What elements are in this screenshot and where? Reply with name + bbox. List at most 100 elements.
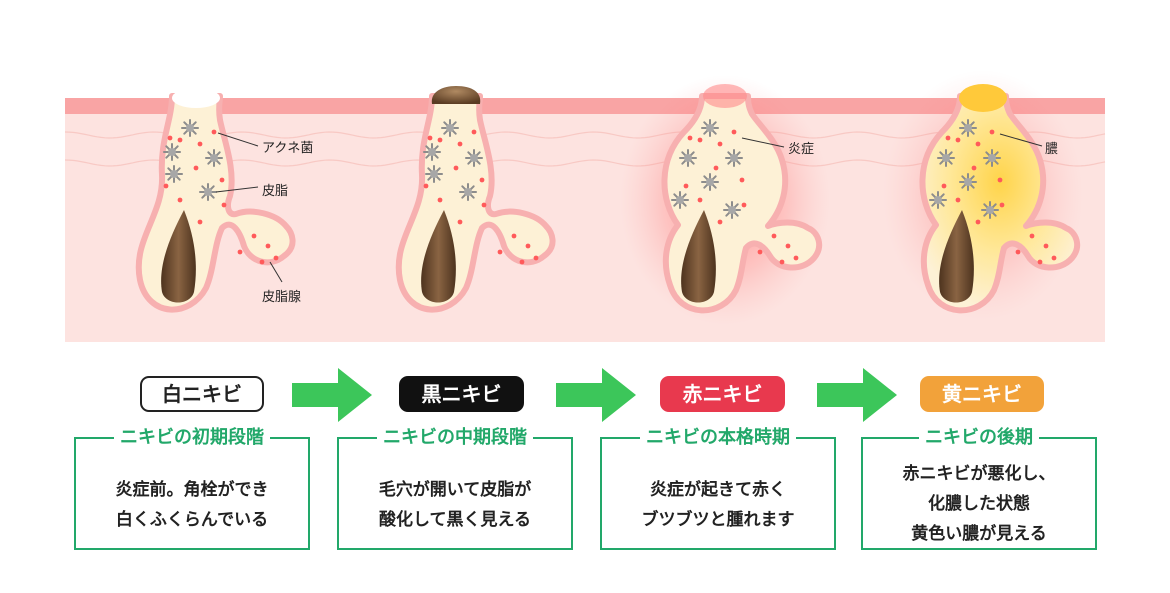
label-pus: 膿 <box>1045 142 1059 157</box>
sebum-dot <box>259 259 265 265</box>
bacteria-core <box>988 154 996 162</box>
follicle-stage-4 <box>883 70 1083 320</box>
sebum-dot <box>197 141 203 147</box>
sebum-dot <box>975 219 981 225</box>
sebum-dot <box>163 183 169 189</box>
info-line: 黄色い膿が見える <box>911 524 1047 544</box>
follicle-stage-2 <box>395 86 556 313</box>
sebum-dot <box>453 165 459 171</box>
sebum-dot <box>1051 255 1057 261</box>
info-line: 毛穴が開いて皮脂が <box>378 480 532 500</box>
bacteria-icon <box>459 183 477 201</box>
sebum-dot <box>779 259 785 265</box>
sebum-dot <box>739 177 745 183</box>
bacteria-core <box>470 154 478 162</box>
sebum-dot <box>481 202 487 208</box>
callout-leader-line <box>741 137 785 148</box>
bacteria-icon <box>723 201 741 219</box>
arrow-right-icon <box>292 368 372 422</box>
bacteria-icon <box>199 183 217 201</box>
sebum-dot <box>731 129 737 135</box>
callout-leader-line <box>999 133 1043 147</box>
bacteria-core <box>706 178 714 186</box>
sebum-dot <box>177 137 183 143</box>
pus-head <box>959 84 1007 112</box>
bacteria-icon <box>701 173 719 191</box>
sebum-dot <box>193 165 199 171</box>
sebum-dot <box>785 243 791 249</box>
sebum-dot <box>423 183 429 189</box>
sebum-dot <box>251 233 257 239</box>
bacteria-icon <box>981 201 999 219</box>
follicles <box>135 70 1083 325</box>
badge-white-acne: 白ニキビ <box>140 376 264 412</box>
follicle-stage-3 <box>620 75 830 325</box>
arrow-right-icon <box>817 368 897 422</box>
bacteria-icon <box>165 165 183 183</box>
bacteria-icon <box>205 149 223 167</box>
sebum-dot <box>457 141 463 147</box>
sebum-dot <box>519 259 525 265</box>
sebum-dot <box>533 255 539 261</box>
sebum-dot <box>219 177 225 183</box>
hair <box>939 210 974 303</box>
bacteria-core <box>964 178 972 186</box>
red-opening <box>703 84 747 108</box>
bacteria-core <box>706 124 714 132</box>
info-box-middle-stage: ニキビの中期段階 毛穴が開いて皮脂が 酸化して黒く見える <box>337 426 573 550</box>
callout-leader-line <box>217 132 259 147</box>
sebum-dot <box>683 183 689 189</box>
info-line: 酸化して黒く見える <box>379 510 531 530</box>
sebum-dot <box>955 137 961 143</box>
bacteria-core <box>964 124 972 132</box>
sebum-dot <box>167 135 173 141</box>
info-title: ニキビの中期段階 <box>377 426 533 450</box>
info-box-early-stage: ニキビの初期段階 炎症前。角栓ができ 白くふくらんでいる <box>74 426 310 550</box>
bacteria-core <box>942 154 950 162</box>
sebum-dot <box>687 135 693 141</box>
sebum-dot <box>1037 259 1043 265</box>
info-line: 炎症前。角栓ができ <box>115 480 269 500</box>
label-sebum: 皮脂 <box>262 184 289 199</box>
bacteria-core <box>430 170 438 178</box>
bacteria-core <box>684 154 692 162</box>
info-title: ニキビの後期 <box>919 426 1039 450</box>
bacteria-icon <box>671 191 689 209</box>
bacteria-core <box>204 188 212 196</box>
sebum-dot <box>177 197 183 203</box>
bacteria-core <box>210 154 218 162</box>
sebum-dot <box>757 249 763 255</box>
info-box-late-stage: ニキビの後期 赤ニキビが悪化し、 化膿した状態 黄色い膿が見える <box>861 426 1097 550</box>
bacteria-icon <box>423 143 441 161</box>
info-line: 赤ニキビが悪化し、 <box>902 464 1056 484</box>
hair <box>681 210 716 303</box>
info-box-full-stage: ニキビの本格時期 炎症が起きて赤く ブツブツと腫れます <box>600 426 836 550</box>
sebum-dot <box>471 129 477 135</box>
sebum-dot <box>497 249 503 255</box>
badge-black-acne: 黒ニキビ <box>399 376 524 412</box>
sebum-dot <box>525 243 531 249</box>
info-line: ブツブツと腫れます <box>641 510 795 530</box>
bacteria-icon <box>163 143 181 161</box>
sebum-dot <box>945 135 951 141</box>
bacteria-icon <box>441 119 459 137</box>
bacteria-icon <box>425 165 443 183</box>
callout-leader-line <box>215 186 259 193</box>
bacteria-core <box>730 154 738 162</box>
sebum-dot <box>427 135 433 141</box>
white-plug <box>172 88 220 108</box>
bacteria-icon <box>959 173 977 191</box>
sebum-dot <box>955 197 961 203</box>
sebum-dot <box>941 183 947 189</box>
sebum-dot <box>437 137 443 143</box>
bacteria-icon <box>679 149 697 167</box>
bacteria-core <box>168 148 176 156</box>
bacteria-core <box>934 196 942 204</box>
bacteria-icon <box>725 149 743 167</box>
sebum-dot <box>999 202 1005 208</box>
hair <box>421 210 456 303</box>
bacteria-core <box>428 148 436 156</box>
bacteria-core <box>464 188 472 196</box>
sebum-dot <box>717 141 723 147</box>
sebum-dot <box>793 255 799 261</box>
